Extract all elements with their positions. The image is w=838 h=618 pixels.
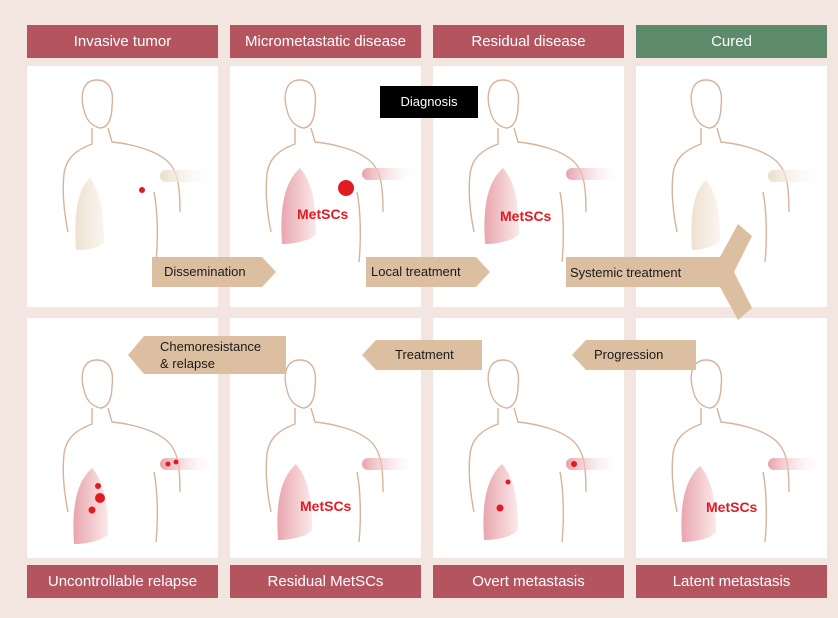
tumor-dot [95, 483, 101, 489]
tumor-dot [338, 180, 354, 196]
tumor-dot [506, 480, 511, 485]
tumor-dot [571, 461, 577, 467]
tumor-dot [166, 462, 171, 467]
bone-shape [768, 170, 824, 182]
metscs-label: MetSCs [706, 499, 757, 515]
lung-shape [73, 468, 108, 544]
diagnosis-label: Diagnosis [380, 86, 478, 118]
metscs-label: MetSCs [300, 498, 351, 514]
arrow-label-treatment: Treatment [395, 347, 454, 362]
arrow-label-chemoresistance: Chemoresistance [160, 339, 261, 354]
metscs-label: MetSCs [500, 208, 551, 224]
lung-shape [75, 178, 104, 250]
arrow-label-relapse: & relapse [160, 356, 215, 371]
tumor-dot [89, 507, 96, 514]
lung-shape [691, 180, 720, 250]
arrow-label-systemic-treatment: Systemic treatment [570, 265, 681, 280]
tumor-dot [95, 493, 105, 503]
bone-shape [160, 170, 216, 182]
bone-shape [566, 168, 622, 180]
tumor-dot [174, 460, 179, 465]
arrow-label-local-treatment: Local treatment [371, 264, 461, 279]
arrow-label-progression: Progression [594, 347, 663, 362]
tumor-dot [497, 505, 504, 512]
bone-shape [768, 458, 824, 470]
arrow-label-dissemination: Dissemination [164, 264, 246, 279]
lung-shape [483, 464, 518, 540]
tumor-dot [139, 187, 145, 193]
metscs-label: MetSCs [297, 206, 348, 222]
lung-shape [484, 168, 519, 244]
bone-shape [362, 458, 418, 470]
bone-shape [362, 168, 418, 180]
